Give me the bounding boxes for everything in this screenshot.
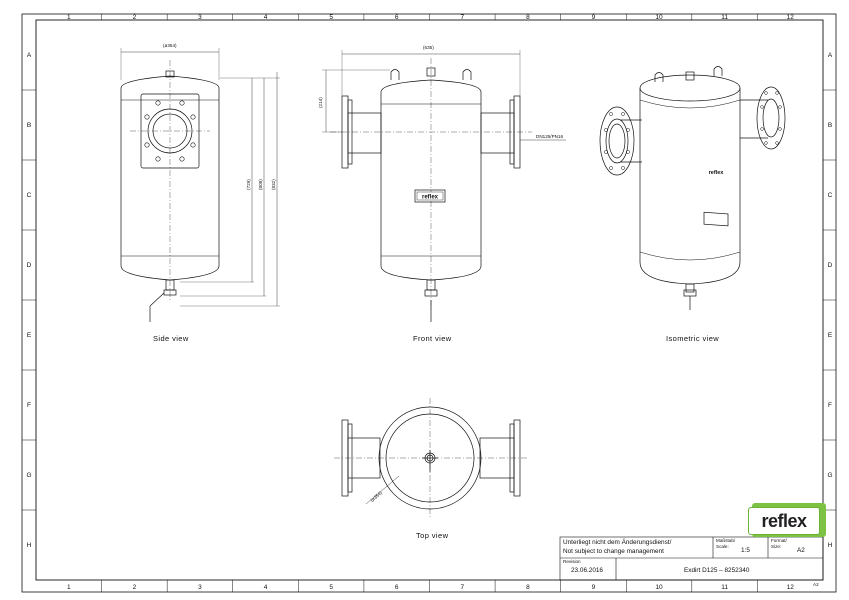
title-note-en: Not subject to change management xyxy=(563,548,664,555)
grid-row-label: H xyxy=(828,542,833,549)
grid-row-label: F xyxy=(27,402,31,409)
title-block xyxy=(559,536,824,581)
dim-connection: DN125/PN16 xyxy=(536,134,564,139)
grid-col-label: 2 xyxy=(133,584,137,591)
front-nameplate xyxy=(416,191,444,201)
top-view-label: Top view xyxy=(416,531,449,540)
grid-column-ticks xyxy=(101,14,758,592)
grid-col-label: 7 xyxy=(460,14,464,21)
grid-row-label: F xyxy=(828,402,832,409)
grid-col-label: 1 xyxy=(67,584,71,591)
grid-col-label: 8 xyxy=(526,14,530,21)
grid-col-label: 8 xyxy=(526,584,530,591)
grid-row-label: B xyxy=(828,122,832,129)
dim-front-width: (635) xyxy=(423,45,434,50)
grid-col-label: 3 xyxy=(198,14,202,21)
title-note-de: Unterliegt nicht dem Änderungsdienst/ xyxy=(563,539,672,546)
sheet-size: A2 xyxy=(813,582,819,587)
top-view-drawing xyxy=(334,398,528,518)
grid-col-label: 6 xyxy=(395,14,399,21)
grid-row-label: G xyxy=(827,472,832,479)
revision-date: 23.06.2016 xyxy=(571,567,603,574)
scale-label-de: Maßstab/ xyxy=(716,538,736,543)
grid-col-label: 12 xyxy=(787,14,795,21)
grid-col-label: 4 xyxy=(264,584,268,591)
grid-row-label: C xyxy=(27,192,32,199)
grid-row-label: E xyxy=(27,332,32,339)
grid-col-label: 10 xyxy=(655,584,663,591)
grid-col-label: 6 xyxy=(395,584,399,591)
dim-front-top: (214) xyxy=(318,97,323,108)
front-nameplate-text: reflex xyxy=(422,195,439,201)
grid-row-label: H xyxy=(27,542,32,549)
grid-col-label: 9 xyxy=(592,584,596,591)
grid-col-label: 11 xyxy=(721,584,728,591)
dim-height-2: (808) xyxy=(258,179,263,190)
grid-row-label: D xyxy=(27,262,32,269)
iso-nameplate-text: reflex xyxy=(709,170,725,176)
grid-col-label: 10 xyxy=(655,14,663,21)
format-label-en: Size: xyxy=(771,544,782,549)
grid-col-label: 2 xyxy=(133,14,137,21)
grid-row-label: E xyxy=(828,332,833,339)
grid-col-label: 7 xyxy=(460,584,464,591)
side-view-label: Side view xyxy=(153,334,189,343)
side-view-drawing xyxy=(120,48,280,322)
grid-col-label: 4 xyxy=(264,14,268,21)
logo-text: reflex xyxy=(748,507,820,535)
grid-row-label: A xyxy=(27,52,32,59)
dim-height-1: (729) xyxy=(246,179,251,190)
grid-row-label: D xyxy=(828,262,833,269)
grid-row-label: G xyxy=(26,472,31,479)
dim-height-3: (832) xyxy=(271,179,276,190)
front-view-label: Front view xyxy=(413,334,452,343)
grid-col-label: 12 xyxy=(787,584,795,591)
grid-col-label: 5 xyxy=(329,14,333,21)
dim-top-diameter: (ø354) xyxy=(369,490,383,503)
reflex-logo: reflex xyxy=(748,503,826,537)
grid-col-label: 1 xyxy=(67,14,71,21)
grid-col-label: 9 xyxy=(592,14,596,21)
isometric-view-drawing xyxy=(599,66,786,310)
grid-row-label: C xyxy=(828,192,833,199)
isometric-view-label: Isometric view xyxy=(666,334,720,343)
front-view-drawing xyxy=(322,50,566,322)
grid-col-label: 11 xyxy=(721,14,728,21)
grid-col-label: 3 xyxy=(198,584,202,591)
scale-label-en: Scale: xyxy=(716,544,729,549)
outer-frame xyxy=(21,13,837,593)
revision-label: Revision xyxy=(563,559,581,564)
drawing-title: Exdirt D125 – 8252340 xyxy=(684,567,750,574)
format-value: A2 xyxy=(797,547,805,554)
grid-row-labels: A A B B C C D D E E F F G G H H xyxy=(26,52,832,549)
grid-row-label: A xyxy=(828,52,833,59)
scale-value: 1:5 xyxy=(741,547,750,554)
grid-row-label: B xyxy=(27,122,31,129)
format-label-de: Format/ xyxy=(771,538,787,543)
dim-side-width: (ø354) xyxy=(163,43,177,48)
grid-col-label: 5 xyxy=(329,584,333,591)
grid-row-ticks xyxy=(22,89,836,511)
